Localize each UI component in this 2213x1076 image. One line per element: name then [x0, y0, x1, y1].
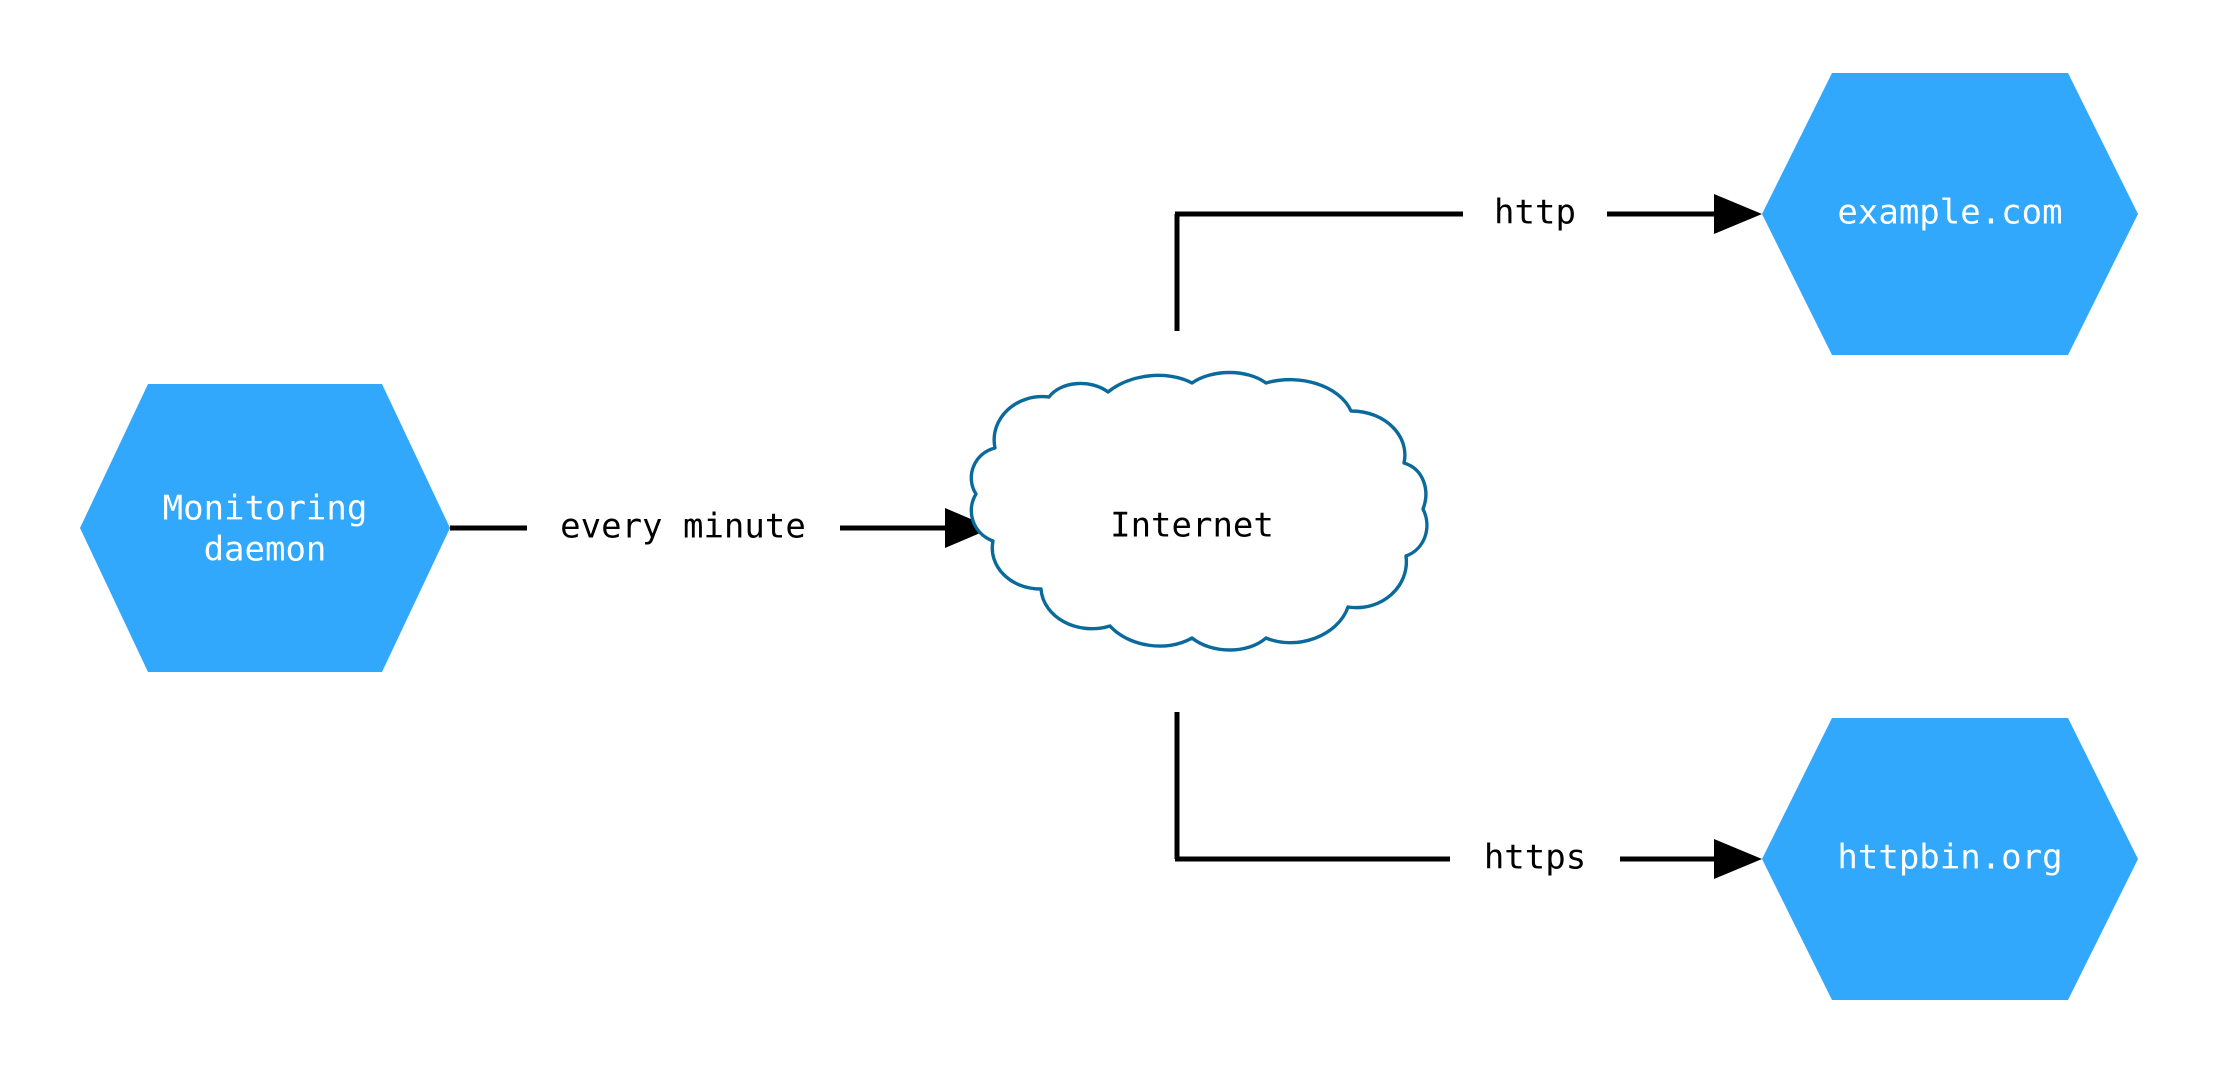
edge-internet-to-httpbin: https — [1174, 712, 1762, 879]
edge-daemon-to-internet: every minute — [450, 507, 992, 548]
internet-cloud-shape[interactable] — [969, 370, 1429, 652]
httpbin-org-hexagon[interactable] — [1762, 718, 2138, 1000]
node-internet[interactable]: Internet — [969, 370, 1429, 652]
httpbin-org-label: httpbin.org — [1837, 838, 2062, 878]
monitoring-daemon-hexagon[interactable] — [80, 384, 450, 672]
example-com-hexagon[interactable] — [1762, 73, 2138, 355]
arrowhead-into-httpbin-org — [1714, 839, 1762, 879]
edge-internet-to-example: http — [1174, 193, 1762, 331]
arrowhead-into-example-com — [1714, 194, 1762, 234]
node-httpbin-org[interactable]: httpbin.org — [1762, 718, 2138, 1000]
monitoring-daemon-label-line-2: daemon — [204, 530, 327, 570]
internet-label: Internet — [1110, 506, 1274, 546]
monitoring-daemon-label-line-1: Monitoring — [163, 489, 368, 529]
node-example-com[interactable]: example.com — [1762, 73, 2138, 355]
example-com-label: example.com — [1837, 193, 2062, 233]
edge-label-https: https — [1484, 838, 1586, 878]
arrowhead-into-internet — [945, 508, 992, 548]
edge-label-http: http — [1494, 193, 1576, 233]
edge-label-every-minute: every minute — [560, 507, 806, 547]
node-monitoring-daemon[interactable]: Monitoring daemon — [80, 384, 450, 672]
